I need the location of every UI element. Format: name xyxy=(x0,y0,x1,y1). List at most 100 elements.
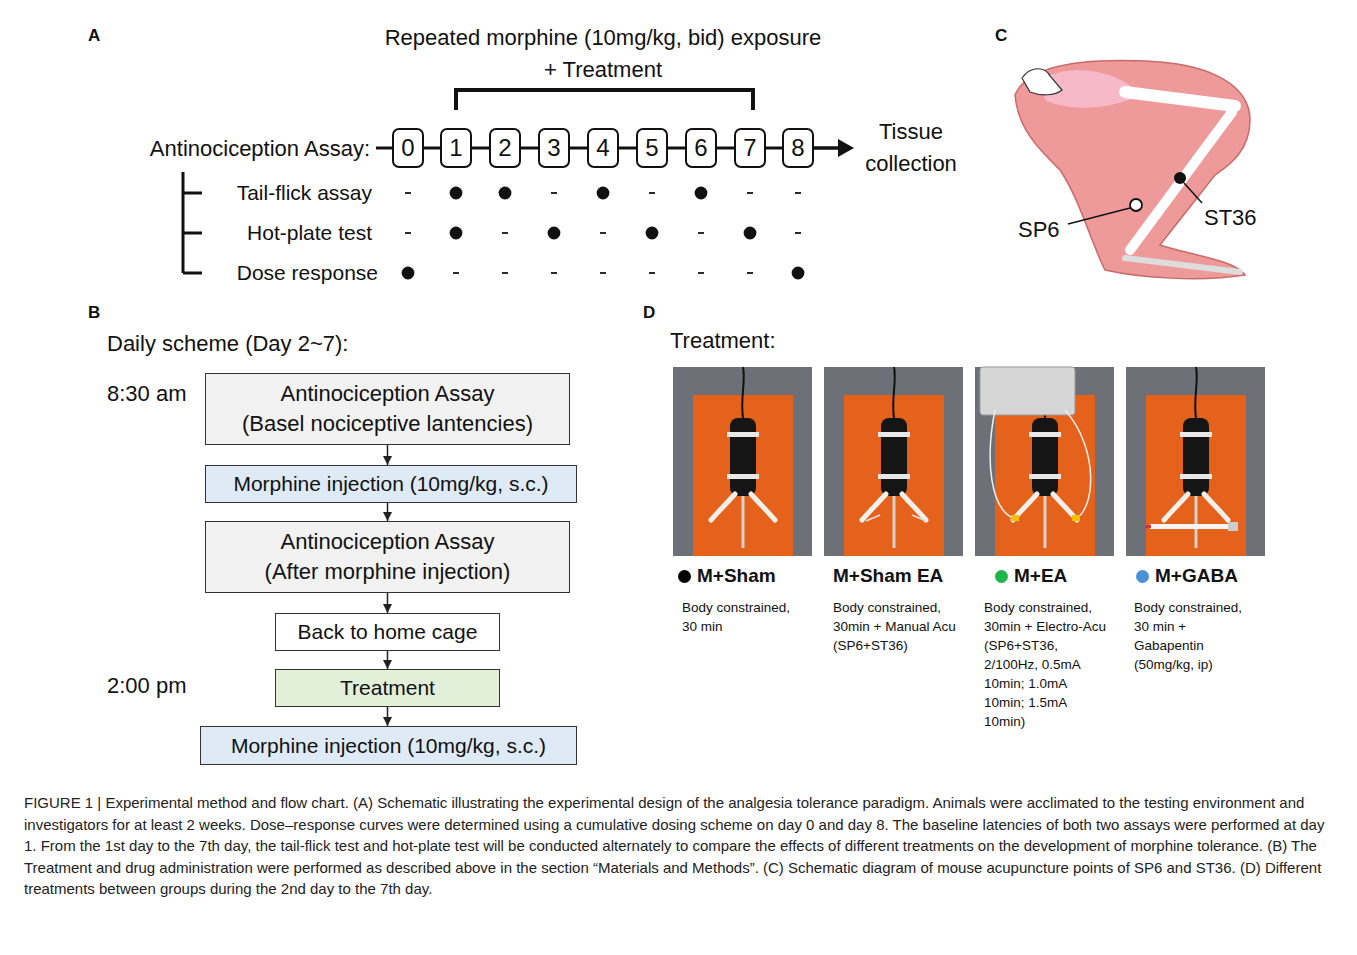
day-box: 0 xyxy=(392,128,424,168)
day-box: 5 xyxy=(636,128,668,168)
legend-swatch xyxy=(678,570,691,583)
row-bracket xyxy=(183,172,202,273)
node-text: Antinociception Assay xyxy=(280,379,494,409)
node-text: 1 xyxy=(449,134,462,162)
femur xyxy=(1125,92,1235,106)
timeline-line xyxy=(717,147,734,150)
node-text: 4 xyxy=(596,134,609,162)
legend-item: M+EA xyxy=(995,564,1067,588)
assay-box: Antinociception Assay(Basel nociceptive … xyxy=(205,373,570,445)
photo-sham-ea xyxy=(824,367,963,556)
timeline-line xyxy=(668,147,685,150)
flow-arrow xyxy=(387,707,389,726)
node-text: 6 xyxy=(694,134,707,162)
timeline-line xyxy=(472,147,489,150)
panel-letter: B xyxy=(88,303,100,323)
day-box: 8 xyxy=(782,128,814,168)
node-text: Morphine injection (10mg/kg, s.c.) xyxy=(233,470,548,498)
timeline-line xyxy=(619,147,636,150)
end-label: Tissue collection xyxy=(852,116,970,180)
row-heading: Antinociception Assay: xyxy=(150,135,370,163)
flow-arrow xyxy=(387,651,389,669)
flow-arrow xyxy=(387,593,389,613)
panel-heading: Repeated morphine (10mg/kg, bid) exposur… xyxy=(385,24,822,52)
assay-box: Antinociception Assay(After morphine inj… xyxy=(205,521,570,593)
panel-heading: Treatment: xyxy=(670,327,776,355)
timeline-line xyxy=(766,147,782,150)
injection-box: Morphine injection (10mg/kg, s.c.) xyxy=(205,465,577,503)
node-text: (Basel nociceptive lantencies) xyxy=(242,409,533,439)
panel-letter: A xyxy=(88,26,100,46)
time-label: 8:30 am xyxy=(107,380,187,408)
wire xyxy=(1065,410,1091,519)
treatment-note: Body constrained, 30min + Electro-Acu (S… xyxy=(984,598,1109,731)
arrow-head xyxy=(838,139,854,157)
legend-swatch xyxy=(1136,570,1149,583)
day-box: 2 xyxy=(489,128,521,168)
panel-heading: Daily scheme (Day 2~7): xyxy=(107,330,348,358)
treatment-note: Body constrained, 30 min + Gabapentin (5… xyxy=(1134,598,1259,674)
stimulator-device xyxy=(980,367,1075,415)
needle-cap xyxy=(1145,525,1151,528)
node-text: Morphine injection (10mg/kg, s.c.) xyxy=(231,732,546,760)
node-text: 7 xyxy=(743,134,756,162)
node-text: Antinociception Assay xyxy=(280,527,494,557)
flow-arrow xyxy=(387,503,389,521)
figure-caption: FIGURE 1 | Experimental method and flow … xyxy=(24,792,1339,900)
leader-line xyxy=(1068,208,1130,224)
wire xyxy=(990,410,1015,519)
node-text: (After morphine injection) xyxy=(265,557,511,587)
schedule-marks xyxy=(403,188,804,279)
node-text: 0 xyxy=(401,134,414,162)
bracket xyxy=(456,90,753,110)
node-text: 2 xyxy=(498,134,511,162)
process-box: Back to home cage xyxy=(275,613,500,651)
group-name: M+Sham EA xyxy=(833,564,943,588)
row-label: Dose response xyxy=(237,260,378,286)
acupoint-sp6 xyxy=(1130,199,1142,211)
panel-heading: + Treatment xyxy=(544,56,662,84)
day-box: 3 xyxy=(538,128,570,168)
timeline-stub xyxy=(376,147,392,150)
legend-text: M+Sham xyxy=(697,564,776,588)
panel-letter: C xyxy=(995,26,1007,46)
body-outline xyxy=(1015,61,1250,279)
day-box: 7 xyxy=(734,128,766,168)
mouse-hindlimb xyxy=(1015,61,1250,279)
plunger xyxy=(1228,522,1238,531)
timeline-arrow xyxy=(814,146,842,150)
leader-line xyxy=(1184,183,1202,203)
row-label: Hot-plate test xyxy=(247,220,372,246)
panel-letter: D xyxy=(643,303,655,323)
legend-swatch xyxy=(995,570,1008,583)
clip xyxy=(1011,515,1019,521)
legend-text: M+EA xyxy=(1014,564,1067,588)
injection-box: Morphine injection (10mg/kg, s.c.) xyxy=(200,726,577,765)
row-label: Tail-flick assay xyxy=(237,180,372,206)
foot-bones xyxy=(1125,258,1240,272)
pelvis-bone xyxy=(1022,69,1062,95)
timeline-line xyxy=(521,147,538,150)
node-text: Back to home cage xyxy=(298,618,478,646)
day-box: 4 xyxy=(587,128,619,168)
acupoint-label: ST36 xyxy=(1204,204,1257,232)
timeline-line xyxy=(570,147,587,150)
photo-sham xyxy=(673,367,812,556)
flow-arrow xyxy=(387,445,389,465)
node-text: 5 xyxy=(645,134,658,162)
day-box: 1 xyxy=(440,128,472,168)
acupoint-st36 xyxy=(1174,172,1186,184)
acupoint-label: SP6 xyxy=(1018,216,1060,244)
legend-text: M+GABA xyxy=(1155,564,1238,588)
treatment-box: Treatment xyxy=(275,669,500,707)
node-text: Treatment xyxy=(340,674,435,702)
timeline-line xyxy=(424,147,440,150)
legend-item: M+GABA xyxy=(1136,564,1238,588)
treatment-note: Body constrained, 30 min xyxy=(682,598,807,636)
syringe xyxy=(1150,524,1230,529)
time-label: 2:00 pm xyxy=(107,672,187,700)
day-box: 6 xyxy=(685,128,717,168)
photo-ea xyxy=(975,367,1114,556)
clip xyxy=(1072,515,1080,521)
